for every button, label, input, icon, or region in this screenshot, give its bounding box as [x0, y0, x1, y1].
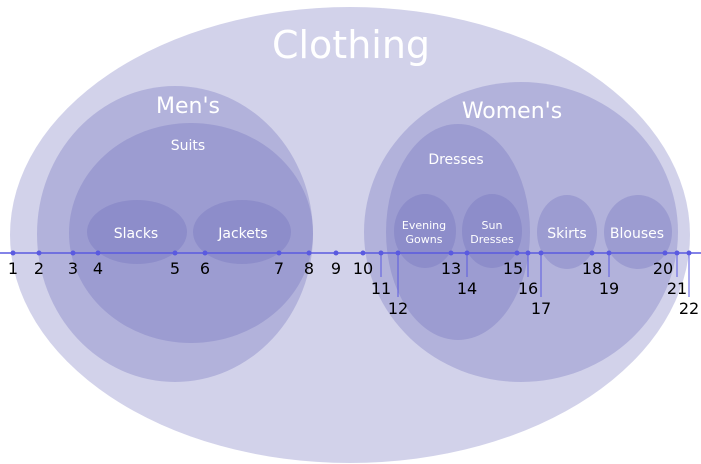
- tick-number: 1: [8, 259, 18, 278]
- tick-dot: [448, 250, 454, 256]
- tick-dot: [589, 250, 595, 256]
- dresses-set: [386, 124, 530, 340]
- tick-number: 19: [599, 279, 619, 298]
- skirts-label: Skirts: [547, 226, 586, 242]
- tick-number: 8: [304, 259, 314, 278]
- tick-number: 18: [582, 259, 602, 278]
- tick-dot: [70, 250, 76, 256]
- jackets-label: Jackets: [217, 226, 267, 242]
- evening-gowns-set: [394, 194, 456, 268]
- tick-number: 7: [274, 259, 284, 278]
- tick-dot: [333, 250, 339, 256]
- tick-dot: [172, 250, 178, 256]
- tick-dot: [95, 250, 101, 256]
- tick-number: 13: [441, 259, 461, 278]
- sun-dresses-label-line1: Sun: [482, 219, 503, 232]
- blouses-label: Blouses: [610, 226, 664, 242]
- tick-number: 3: [68, 259, 78, 278]
- tick-number: 17: [531, 299, 551, 318]
- blouses-set: [604, 195, 672, 269]
- tick-dot: [606, 250, 612, 256]
- tick-dot: [662, 250, 668, 256]
- sun-dresses-set: [462, 194, 522, 268]
- evening-gowns-label-line2: Gowns: [406, 233, 443, 246]
- jackets-set: [193, 200, 291, 264]
- suits-label: Suits: [171, 138, 205, 154]
- set-labels: Clothing Men's Suits Slacks Jackets Wome…: [114, 23, 664, 246]
- sun-dresses-label-line2: Dresses: [470, 233, 514, 246]
- tick-number: 9: [331, 259, 341, 278]
- suits-set: [69, 123, 313, 343]
- tick-dot: [674, 250, 680, 256]
- tick-dot: [378, 250, 384, 256]
- clothing-label: Clothing: [272, 23, 430, 67]
- dresses-label: Dresses: [428, 152, 483, 168]
- tick-number: 15: [503, 259, 523, 278]
- evening-gowns-label-line1: Evening: [402, 219, 446, 232]
- tick-number: 2: [34, 259, 44, 278]
- tick-number: 5: [170, 259, 180, 278]
- tick-dot: [514, 250, 520, 256]
- tick-dot: [276, 250, 282, 256]
- mens-label: Men's: [156, 94, 220, 119]
- tick-number: 22: [679, 299, 699, 318]
- tick-number: 4: [93, 259, 103, 278]
- mens-set: [37, 86, 313, 382]
- slacks-set: [87, 200, 187, 264]
- set-ellipses: [10, 7, 690, 463]
- tick-number: 16: [518, 279, 538, 298]
- tick-number: 21: [667, 279, 687, 298]
- tick-dot: [395, 250, 401, 256]
- tick-dot: [202, 250, 208, 256]
- tick-dot: [686, 250, 692, 256]
- tick-dot: [464, 250, 470, 256]
- tick-dot: [360, 250, 366, 256]
- tick-dot: [36, 250, 42, 256]
- clothing-set: [10, 7, 690, 463]
- womens-label: Women's: [462, 99, 562, 124]
- skirts-set: [537, 195, 597, 269]
- tick-number: 11: [371, 279, 391, 298]
- slacks-label: Slacks: [114, 226, 158, 242]
- tick-number: 10: [353, 259, 373, 278]
- tick-dot: [525, 250, 531, 256]
- tick-dot: [306, 250, 312, 256]
- tick-dot: [538, 250, 544, 256]
- tick-number: 20: [653, 259, 673, 278]
- womens-set: [364, 82, 678, 382]
- tick-dot: [10, 250, 16, 256]
- tick-number: 14: [457, 279, 477, 298]
- tick-number: 6: [200, 259, 210, 278]
- tick-number: 12: [388, 299, 408, 318]
